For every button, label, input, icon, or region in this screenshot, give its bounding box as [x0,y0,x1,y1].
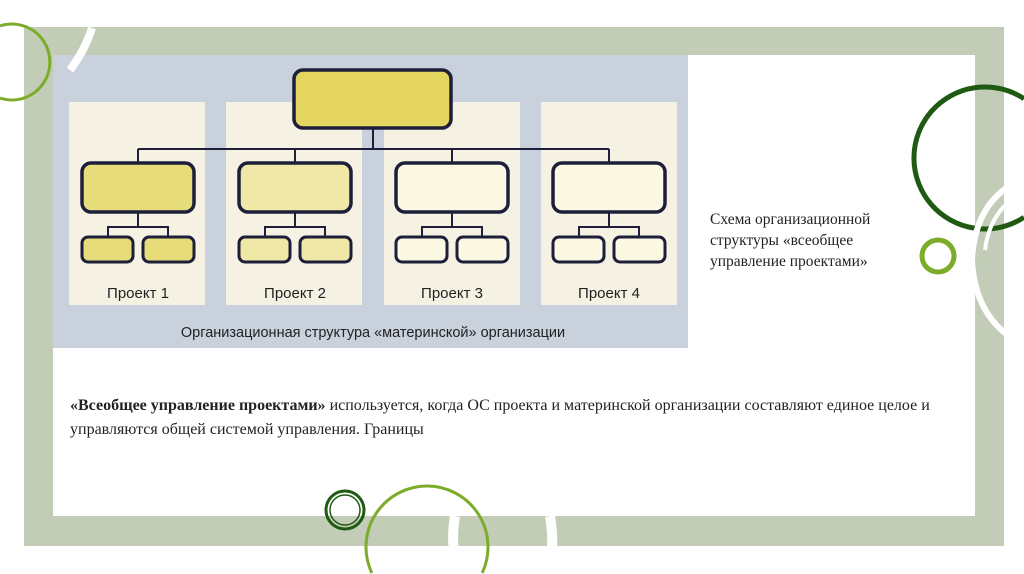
diagram-caption: Схема организационной структуры «всеобще… [710,211,871,270]
white-arc-bottom [448,515,558,572]
project-label: Проект 2 [264,285,326,302]
connector-line [107,226,169,237]
description-bold-term: «Всеобщее управление проектами» [70,397,326,414]
project-label: Проект 4 [578,285,640,302]
connector-line [421,226,483,237]
project-label: Проект 1 [107,285,169,302]
white-arc-right [968,176,1024,347]
right-small-circle [919,237,957,275]
project-label: Проект 3 [421,285,483,302]
org-chart-svg: Проект 1 Проект 2 Проект 3 Проект 4 Организа… [69,68,677,341]
subunit-box [394,235,449,264]
subunit-box [141,235,196,264]
subunit-box [298,235,353,264]
description-paragraph: «Всеобщее управление проектами» использу… [70,394,950,442]
white-arc-top-left [66,26,96,73]
diagram-title: Организационная структура «материнской» … [181,325,565,341]
subunit-box [612,235,667,264]
bottom-light-circle [364,484,490,574]
right-dark-circle [911,84,1024,232]
top-left-circle [0,22,52,102]
connector-line [578,226,640,237]
description-text: используется, когда ОС проекта и материн… [70,397,930,438]
bottom-dark-circle-inner [329,494,361,526]
root-org-box [292,68,453,130]
bottom-dark-circle [324,489,366,531]
subunit-box [237,235,292,264]
subunit-box [80,235,135,264]
subunit-box [551,235,606,264]
white-arc-right-2 [983,191,1023,251]
subunit-box [455,235,510,264]
connector-line [264,226,326,237]
org-structure-diagram: Проект 1 Проект 2 Проект 3 Проект 4 Организа… [53,55,688,348]
